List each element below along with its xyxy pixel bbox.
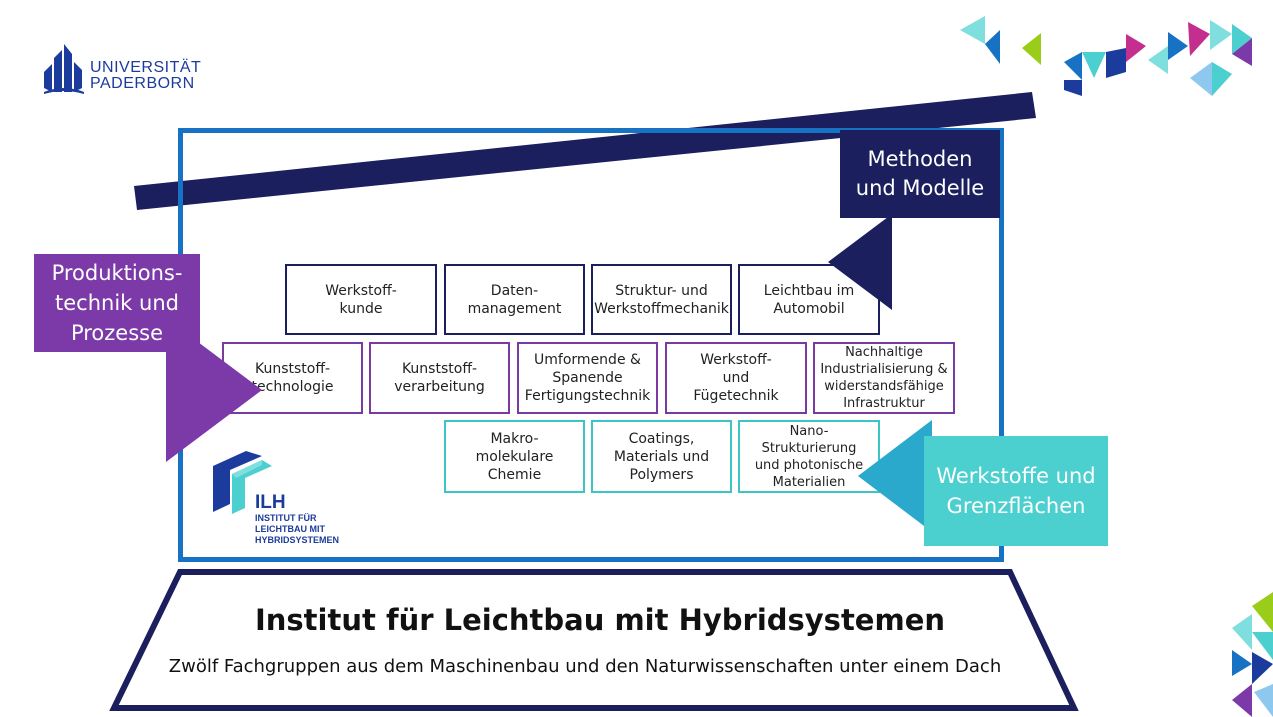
university-name-line1: UNIVERSITÄT xyxy=(90,59,202,76)
group-box-werkstoff-fuegetechnik: Werkstoff- und Fügetechnik xyxy=(665,342,807,414)
pillar-methoden-modelle: Methoden und Modelle xyxy=(840,130,1000,218)
group-box-datenmanagement: Daten- management xyxy=(444,264,585,335)
group-box-struktur-werkstoffmechanik: Struktur- und Werkstoffmechanik xyxy=(591,264,732,335)
group-box-nachhaltige-industrialisierung: Nachhaltige Industrialisierung & widerst… xyxy=(813,342,955,414)
university-name: UNIVERSITÄT PADERBORN xyxy=(90,60,201,92)
corner-pattern-bottom-right xyxy=(1232,592,1273,717)
corner-pattern-top-right xyxy=(960,16,1252,96)
ilh-logo-icon xyxy=(213,451,272,514)
group-box-umformende-spanende-fertigung: Umformende & Spanende Fertigungstechnik xyxy=(517,342,658,414)
roof-bar xyxy=(134,92,1036,210)
ilh-abbreviation: ILH xyxy=(255,492,286,513)
group-box-werkstoffkunde: Werkstoff- kunde xyxy=(285,264,437,335)
group-box-kunststoffverarbeitung: Kunststoff- verarbeitung xyxy=(369,342,510,414)
university-name-line2: PADERBORN xyxy=(90,75,195,92)
group-box-coatings-materials-polymers: Coatings, Materials und Polymers xyxy=(591,420,732,493)
university-logo-icon xyxy=(44,44,84,94)
institute-title: Institut für Leichtbau mit Hybridsysteme… xyxy=(254,603,946,637)
group-box-leichtbau-automobil: Leichtbau im Automobil xyxy=(738,264,880,335)
ilh-logo: ILH INSTITUT FÜR LEICHTBAU MIT HYBRIDSYS… xyxy=(255,492,340,546)
pillar-werkstoffe-grenzflaechen: Werkstoffe und Grenzflächen xyxy=(924,436,1108,546)
group-box-kunststofftechnologie: Kunststoff- technologie xyxy=(222,342,363,414)
pillar-produktionstechnik: Produktions- technik und Prozesse xyxy=(34,254,200,352)
group-box-nano-strukturierung: Nano- Strukturierung und photonische Mat… xyxy=(738,420,880,493)
ilh-full-name: INSTITUT FÜR LEICHTBAU MIT HYBRIDSYSTEME… xyxy=(255,513,340,545)
base-trapezoid xyxy=(109,569,1079,711)
institute-subtitle: Zwölf Fachgruppen aus dem Maschinenbau u… xyxy=(168,656,1002,677)
group-box-makromolekulare-chemie: Makro- molekulare Chemie xyxy=(444,420,585,493)
